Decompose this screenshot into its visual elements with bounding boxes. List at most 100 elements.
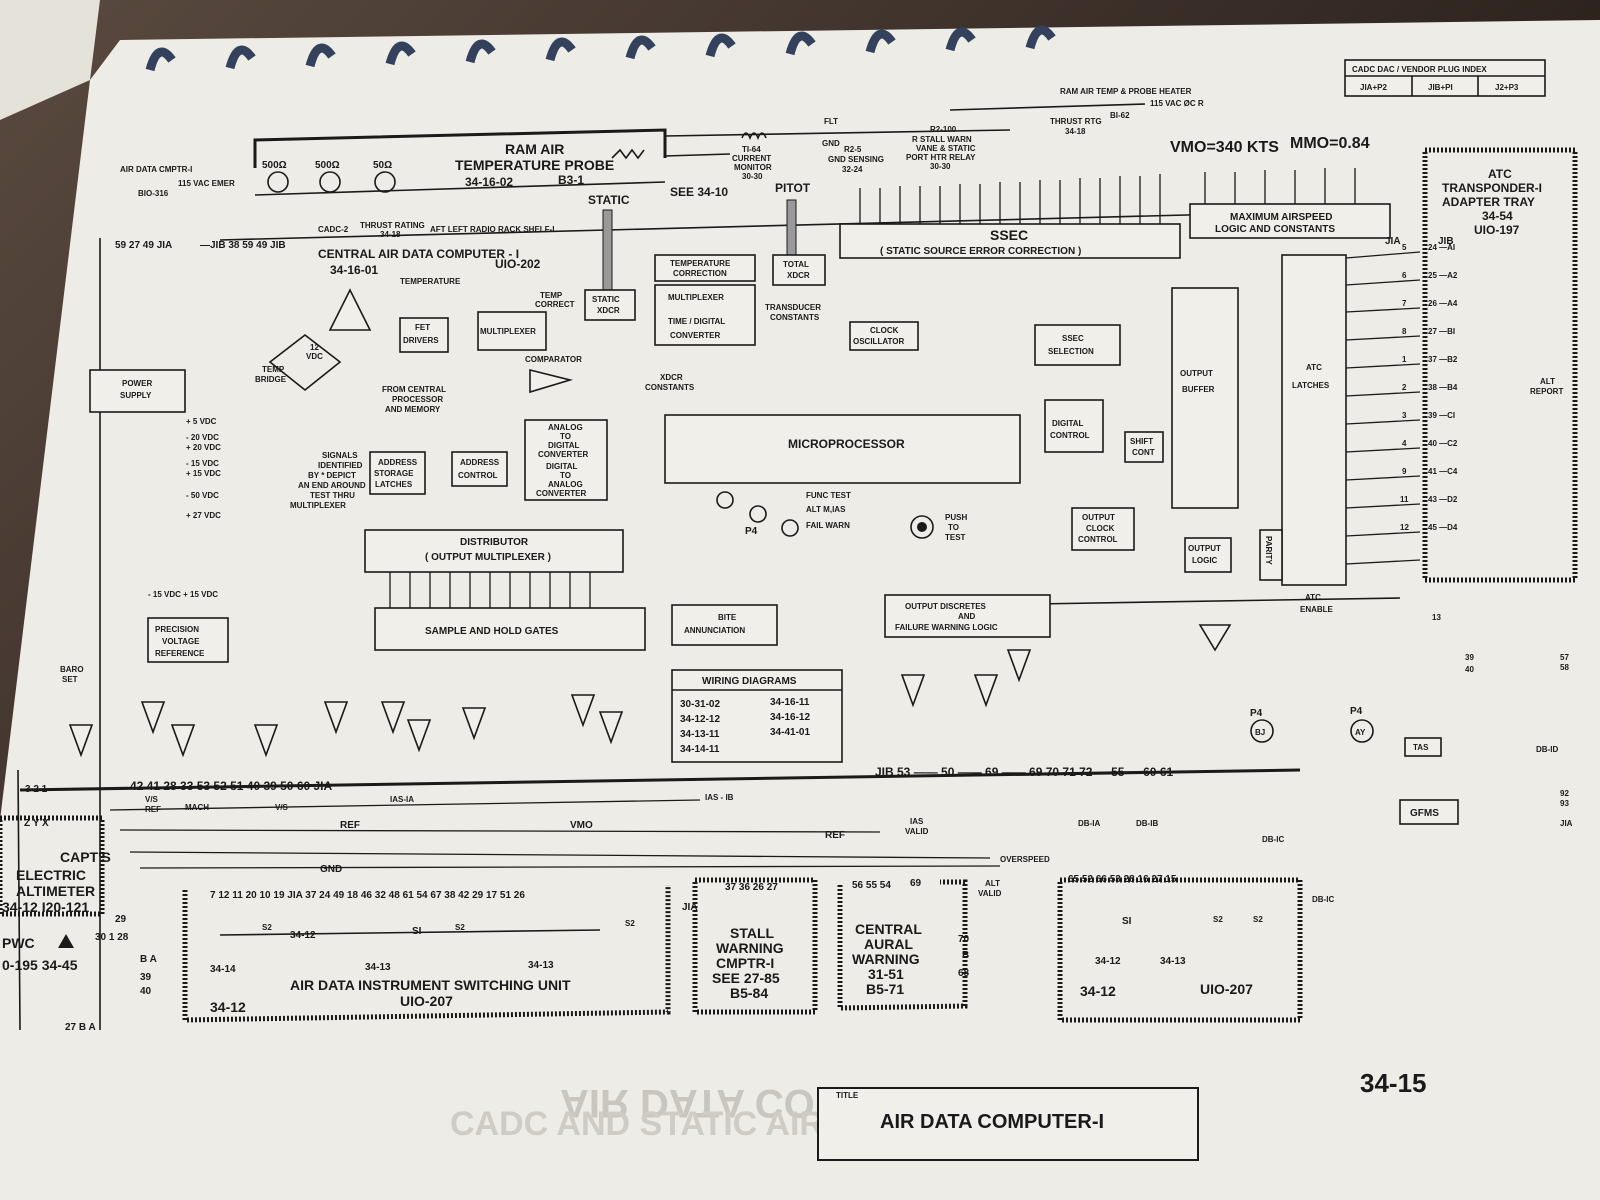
svg-text:SSEC: SSEC [990, 227, 1028, 243]
svg-text:WARNING: WARNING [852, 951, 920, 967]
svg-text:( OUTPUT MULTIPLEXER ): ( OUTPUT MULTIPLEXER ) [425, 552, 551, 563]
svg-text:UIO-207: UIO-207 [400, 993, 453, 1009]
current-monitor: TI-64 CURRENT MONITOR 30-30 [732, 132, 772, 181]
pitot-label: PITOT [775, 181, 811, 195]
cadc-title: CENTRAL AIR DATA COMPUTER - I [318, 247, 519, 261]
svg-text:FAIL WARN: FAIL WARN [806, 521, 850, 530]
svg-text:R STALL WARN: R STALL WARN [912, 135, 972, 144]
svg-text:FAILURE WARNING LOGIC: FAILURE WARNING LOGIC [895, 623, 998, 632]
gnd-bottom: GND [320, 864, 342, 875]
svg-text:34-13: 34-13 [528, 960, 554, 971]
j1b-row: JIB 53 —— 50 —— 69 —— 69 70 71 72 — 55 —… [875, 765, 1173, 779]
svg-text:34-12: 34-12 [1080, 983, 1116, 999]
probe-id: B3-1 [558, 173, 584, 187]
svg-text:ADDRESS: ADDRESS [460, 458, 500, 467]
svg-text:BRIDGE: BRIDGE [255, 375, 287, 384]
static-label: STATIC [588, 193, 630, 207]
address-control: ADDRESS CONTROL [451, 451, 508, 487]
svg-text:50Ω: 50Ω [373, 160, 392, 171]
db-1c: DB-IC [1262, 835, 1284, 844]
svg-text:5: 5 [1402, 243, 1407, 252]
ssec-input-pins [859, 168, 1356, 224]
svg-text:TOTAL: TOTAL [783, 260, 809, 269]
svg-text:OUTPUT: OUTPUT [1082, 513, 1115, 522]
svg-text:CONT: CONT [1132, 448, 1155, 457]
svg-text:STALL: STALL [730, 925, 775, 941]
svg-text:ADDRESS: ADDRESS [378, 458, 418, 467]
svg-text:34-13: 34-13 [1160, 956, 1186, 967]
atc-output-lines: 5 6 7 8 1 2 3 4 9 11 12 13 24 —AI 25 —A2… [1345, 243, 1563, 622]
sample-hold-block: SAMPLE AND HOLD GATES [374, 607, 646, 651]
digital-control: DIGITAL CONTROL [1044, 399, 1104, 453]
svg-text:SHIFT: SHIFT [1130, 437, 1153, 446]
xdcr-constants: XDCR CONSTANTS [645, 373, 695, 392]
svg-text:BUFFER: BUFFER [1182, 385, 1215, 394]
svg-text:AY: AY [1355, 728, 1366, 737]
bus-lines [109, 799, 1001, 869]
multiplexer-block: MULTIPLEXER TEMP CORRECT [477, 291, 575, 351]
svg-text:SUPPLY: SUPPLY [120, 391, 152, 400]
svg-text:56 55 54: 56 55 54 [852, 880, 891, 891]
right-switching-unit: 65 52 66 53 28 16 27 15 SI S2 S2 34-12 3… [1057, 874, 1303, 1023]
right-edge-pins: 39 40 57 58 DB-ID 92 93 JIA [1465, 653, 1573, 828]
svg-text:8: 8 [1402, 327, 1407, 336]
total-xdcr-block: TOTAL XDCR [772, 254, 826, 286]
svg-text:7: 7 [1402, 299, 1407, 308]
svg-text:B5-71: B5-71 [866, 981, 904, 997]
svg-text:TIME / DIGITAL: TIME / DIGITAL [668, 317, 725, 326]
cmptr-ref: BIO-316 [138, 189, 169, 198]
svg-text:ATC: ATC [1306, 363, 1322, 372]
temp-correction-block: TEMPERATURE CORRECTION [654, 254, 756, 282]
title-block: TITLE AIR DATA COMPUTER-I [817, 1087, 1199, 1161]
thrust-rtg: THRUST RTG [1050, 117, 1102, 126]
svg-text:DIGITAL: DIGITAL [548, 441, 580, 450]
svg-text:SAMPLE AND HOLD GATES: SAMPLE AND HOLD GATES [425, 626, 559, 637]
db-1c-2: DB-IC [1312, 895, 1334, 904]
svg-text:13: 13 [1432, 613, 1441, 622]
db-1b: DB-IB [1136, 819, 1158, 828]
ssec-selection: SSEC SELECTION [1034, 324, 1121, 366]
pins-27: 27 B A [65, 1022, 96, 1033]
svg-text:CONVERTER: CONVERTER [536, 489, 586, 498]
svg-text:38 —B4: 38 —B4 [1428, 383, 1458, 392]
svg-text:POWER: POWER [122, 379, 152, 388]
svg-text:TEMP: TEMP [540, 291, 563, 300]
svg-text:DB-ID: DB-ID [1536, 745, 1558, 754]
svg-text:- 15 VDC + 15 VDC: - 15 VDC + 15 VDC [148, 590, 218, 599]
microprocessor-block: MICROPROCESSOR [664, 414, 1021, 484]
svg-text:MICROPROCESSOR: MICROPROCESSOR [788, 437, 905, 451]
svg-text:12: 12 [310, 343, 319, 352]
gnd-label: GND [822, 139, 840, 148]
flt-label: FLT [824, 117, 838, 126]
distributor-block: DISTRIBUTOR ( OUTPUT MULTIPLEXER ) [364, 529, 624, 573]
vmo-label: VMO=340 KTS [1170, 139, 1279, 156]
svg-text:XDCR: XDCR [787, 271, 810, 280]
svg-text:34-18: 34-18 [380, 230, 401, 239]
clock-oscillator: CLOCK OSCILLATOR [849, 321, 919, 351]
svg-text:S2: S2 [455, 923, 465, 932]
svg-text:ANNUNCIATION: ANNUNCIATION [684, 626, 745, 635]
svg-text:UIO-207: UIO-207 [1200, 981, 1253, 997]
svg-text:BITE: BITE [718, 613, 737, 622]
heater-label: RAM AIR TEMP & PROBE HEATER [1060, 87, 1192, 96]
ias-1b: IAS - IB [705, 793, 734, 802]
address-latches: ADDRESS STORAGE LATCHES [369, 451, 426, 495]
ram-air-probe: RAM AIR TEMPERATURE PROBE 34-16-02 B3-1 [253, 128, 1011, 196]
svg-text:UIO-197: UIO-197 [1474, 223, 1520, 237]
ref-1: REF [340, 820, 360, 831]
svg-text:TO: TO [560, 471, 571, 480]
svg-text:PROCESSOR: PROCESSOR [392, 395, 443, 404]
svg-text:CAPT'S: CAPT'S [60, 849, 111, 865]
b-a: B A [140, 954, 157, 965]
stall-warn-relay: R2-100 R STALL WARN VANE & STATIC PORT H… [906, 125, 976, 171]
svg-text:ALT M,IAS: ALT M,IAS [806, 505, 846, 514]
j1a-row: 42 41 28 33 53 52 51 40 39 50 60 JIA [130, 779, 333, 793]
svg-text:VDC: VDC [306, 352, 323, 361]
svg-text:SELECTION: SELECTION [1048, 347, 1094, 356]
signals-note: SIGNALS IDENTIFIED BY * DEPICT AN END AR… [290, 451, 366, 510]
cmptr-power: 115 VAC EMER [178, 179, 235, 188]
svg-text:TEST: TEST [945, 533, 966, 542]
svg-text:OUTPUT: OUTPUT [1180, 369, 1213, 378]
svg-text:TI-64: TI-64 [742, 145, 761, 154]
